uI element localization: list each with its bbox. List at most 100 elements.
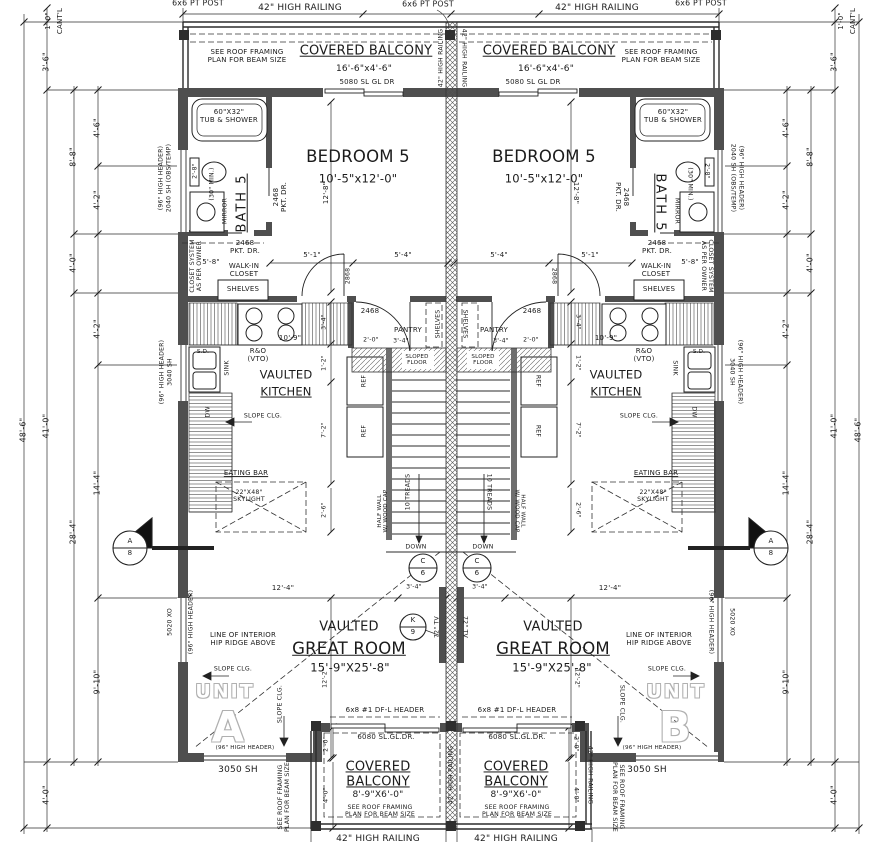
door-label-2868-b: 2868 [550,267,558,285]
shelves-label-pantry-a: SHELVES [434,309,442,339]
section-marker-c-b: C [474,557,480,566]
party-wall [445,21,458,829]
post-label-top-left: 6x6 PT POST [172,0,224,8]
greatroom-title1-b: VAULTED [523,619,583,635]
ref-label-b2: REF [534,424,542,438]
window-label-3040-a: 3040 SH [166,358,174,386]
dim-counter-a: 10'-9" [278,334,302,343]
half-wall-note-b: HALF WALL W/ WOOD CAP [513,489,526,533]
header-label-bot-a: (96" HIGH HEADER) [215,744,275,751]
door-label-bot-b: 6080 SL.GL.DR. [488,733,546,742]
min-clearance-a: (30" MIN.) [208,167,216,201]
roof-note-bot-b: SEE ROOF FRAMING PLAN FOR BEAM SIZE [481,804,553,818]
dim-right: 8'-8" [805,147,815,167]
pantry-dim-a: 3'-4" [393,337,409,345]
dim-left: 4'-0" [68,253,78,273]
header-label-bath-a: (96" HIGH HEADER) [157,145,165,211]
treads-label-a: 10 TREADS [404,473,412,511]
bath-title-b: BATH 5 [652,173,668,233]
balcony-title-top-a: COVERED BALCONY [299,43,433,59]
kitchen-title2-b: KITCHEN [590,384,642,399]
post-label-top-right: 6x6 PT POST [675,0,727,8]
dim-bed-a1: 5'-1" [303,251,321,260]
unit-word-b: UNIT [646,680,706,703]
dim-gr-b: 12'-4" [598,584,622,593]
header-label-bath-b: (96" HIGH HEADER) [737,145,745,211]
dim-cantl-word-right: CANT'L [849,7,858,35]
down-label-b: DOWN [472,543,494,551]
hip-ridge-note-a: LINE OF INTERIOR HIP RIDGE ABOVE [209,631,277,647]
dim-counter-b: 10'-9" [594,334,618,343]
section-marker-c-a: C [420,557,426,566]
dim-stair-b: 3'-4" [472,583,488,591]
tv-label-b: 72" TV [461,616,469,638]
mirror-label-b: MIRROR [673,197,681,225]
sink-label-a: SINK [223,360,231,376]
balcony-title-bot-a: COVERED BALCONY [345,759,411,789]
slope-clg-kit-a: SLOPE CLG. [243,412,283,420]
ref-label-a2: REF [360,424,368,438]
greatroom-size-a: 15'-9"X25'-8" [310,660,390,675]
dim-left: 8'-8" [68,147,78,167]
dw-label-b: DW [690,406,698,418]
railing-label-bot-a: 42" HIGH RAILING [336,833,420,844]
dim-right: 4'-2" [781,190,791,210]
unit-letter-a: A [211,702,245,752]
unit-letter-b: B [658,702,692,752]
half-wall-note-a: HALF WALL W/ WOOD CAP [376,489,389,533]
greatroom-title1-a: VAULTED [319,619,379,635]
bedroom-size-a: 10'-5"x12'-0" [318,171,398,186]
eating-bar-label-b: EATING BAR [633,469,679,478]
window-label-5020-b: 5020 XO [728,608,736,636]
treads-label-b: 10 TREADS [485,473,493,511]
section-marker-a-right: A [768,537,774,546]
header-dfl-label-b: 6x8 #1 DF-L HEADER [477,706,557,715]
dim-right-overall: 48'-6" [853,417,863,443]
pocket-door-label-b: 2468 PKT. DR. [614,182,630,212]
pantry-dim-b: 3'-4" [493,337,509,345]
section-marker-c-num-b: 6 [474,569,480,578]
bath-fixtures [189,98,715,301]
roof-note-side-a: SEE ROOF FRAMING PLAN FOR BEAM SIZE [277,761,291,833]
bedroom-title-a: BEDROOM 5 [306,146,410,166]
dim-cantl-word-left: CANT'L [56,7,65,35]
balcony-size-top-a: 16'-6"x4'-6" [335,63,393,74]
dim-bedroom-a: 12'-8" [322,181,331,205]
sd-label-a: S.D. [196,348,210,355]
kitchen-title1-b: VAULTED [589,367,643,382]
dim-bed-b1: 5'-1" [581,251,599,260]
greatroom-size-b: 15'-9"X25'-8" [512,660,592,675]
pantry-dim2-a: 2'-0" [363,336,379,344]
dim-stair-a: 3'-4" [406,583,422,591]
dashed-rooflines [182,33,722,818]
sink-label-b: SINK [671,360,679,376]
dim-balc-b2: 4'-0" [572,787,580,803]
railing-label-bot-b: 42" HIGH RAILING [474,833,558,844]
dim-gr-a: 12'-4" [271,584,295,593]
door-label-bot-a: 6080 SL.GL.DR. [357,733,415,742]
dim-left: 4'-2" [92,319,102,339]
closet-door-label-a: 2468 PKT. DR. [230,239,260,255]
dimension-ticks [20,4,863,832]
door-label-2868-a: 2868 [344,267,352,285]
dim-kit-b3: 7'-2" [574,422,582,438]
closet-system-note-b: CLOSET SYSTEM AS PER OWNER [700,239,714,293]
railing-label-top-left: 42" HIGH RAILING [258,2,342,13]
slope-clg-gr2-b: SLOPE CLG. [618,684,626,724]
mirror-label-a: MIRROR [221,197,229,225]
tub-label-b: 60"X32" TUB & SHOWER [644,108,702,124]
dim-balc-b1: 2'-0" [572,736,580,752]
range-label-a: R&O (VTO) [247,347,269,363]
dim-left-overall: 48'-6" [18,417,28,443]
dim-gr2-b: 12'-2" [573,668,581,688]
shelves-label-closet-a: SHELVES [226,285,260,294]
kitchen-fixtures [188,303,716,458]
dim-left: 41'-0" [41,413,51,439]
roof-note-top-right: SEE ROOF FRAMING PLAN FOR BEAM SIZE [621,48,701,64]
window-label-5020-a: 5020 XO [166,608,174,636]
min-clearance-b: (30" MIN.) [686,167,694,201]
dim-right: 28'-4" [805,519,815,545]
pantry-dim2-b: 2'-0" [523,336,539,344]
